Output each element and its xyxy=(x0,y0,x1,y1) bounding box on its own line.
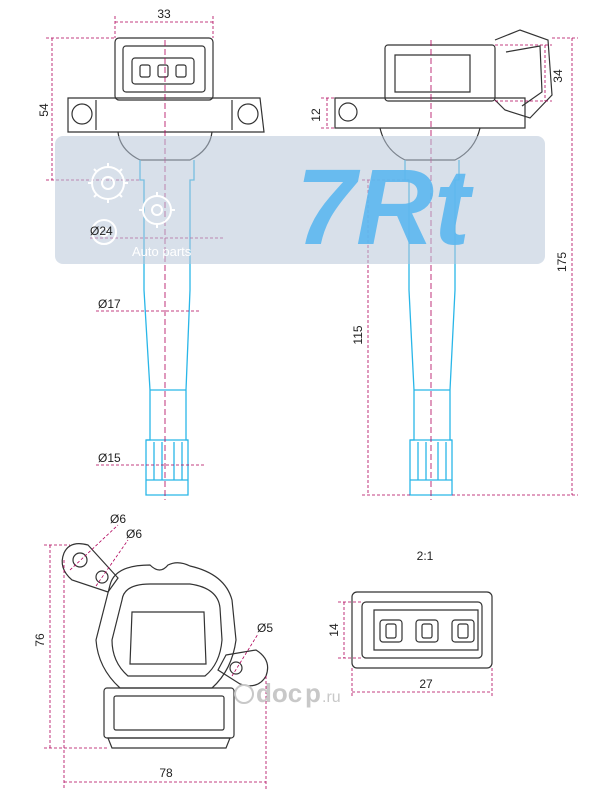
dim-dia-6a: Ø6 xyxy=(110,512,126,526)
logo-name: doc xyxy=(256,678,302,708)
dim-conn-height: 34 xyxy=(551,69,565,83)
watermark: 7Rt Auto parts xyxy=(55,136,545,267)
dim-left-height: 54 xyxy=(37,103,51,117)
dim-conn-h: 14 xyxy=(327,623,341,637)
bottom-view xyxy=(44,524,269,790)
dim-dia-15: Ø15 xyxy=(98,451,121,465)
logo-ring-icon xyxy=(234,684,254,704)
dim-dia-6b: Ø6 xyxy=(126,527,142,541)
dim-conn-w: 27 xyxy=(419,677,433,691)
dim-base-width: 78 xyxy=(159,766,173,780)
dim-dia-5: Ø5 xyxy=(257,621,273,635)
dim-flange-height: 12 xyxy=(309,108,323,122)
dim-top-width: 33 xyxy=(157,7,171,21)
site-logo: doc р .ru xyxy=(234,678,341,708)
dim-conn-scale: 2:1 xyxy=(417,549,434,563)
gear-icon xyxy=(88,163,175,245)
watermark-sub: Auto parts xyxy=(132,244,192,259)
watermark-brand: 7Rt xyxy=(296,146,474,267)
dim-total-length: 175 xyxy=(555,252,569,272)
dim-dia-17: Ø17 xyxy=(98,297,121,311)
logo-domain: .ru xyxy=(322,689,341,706)
dim-base-height: 76 xyxy=(33,633,47,647)
logo-p-glyph: р xyxy=(305,678,321,708)
dim-boot-length: 115 xyxy=(351,325,365,344)
dim-dia-24: Ø24 xyxy=(90,224,113,238)
connector-detail xyxy=(338,591,493,698)
